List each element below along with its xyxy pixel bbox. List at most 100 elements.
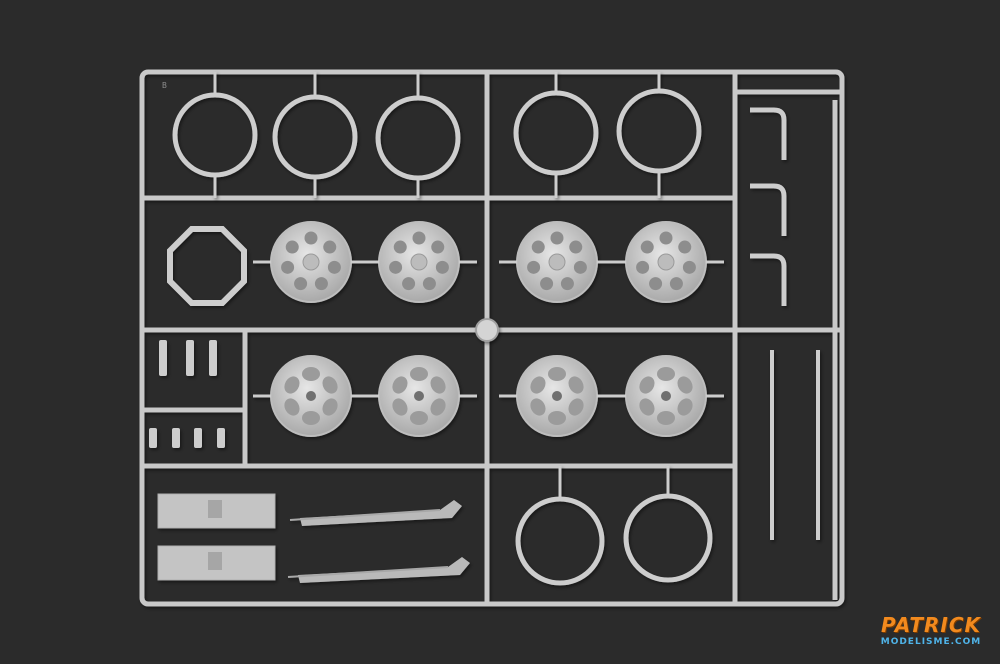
wheel-cutout <box>284 376 300 394</box>
wheel-hole <box>550 231 564 245</box>
wheel-hole <box>682 260 696 274</box>
wheel-hole <box>393 240 407 254</box>
wheel-hole <box>540 277 554 291</box>
tire-ring <box>623 493 713 583</box>
rifle-part <box>298 557 470 583</box>
wheel-hole <box>389 260 403 274</box>
wheel-hole <box>422 277 436 291</box>
watermark-line1: PATRICK <box>880 613 982 637</box>
road-wheel <box>499 221 615 303</box>
wheel-hole <box>531 240 545 254</box>
wheel-cutout <box>392 376 408 394</box>
wheel-hub <box>657 253 675 271</box>
wheel-cutout <box>657 411 675 425</box>
tire-ring <box>172 92 258 178</box>
wheel-hub <box>414 391 424 401</box>
wheel-hole <box>573 260 587 274</box>
wheel-cutout <box>548 411 566 425</box>
wheel-cutout <box>568 376 584 394</box>
wheel-cutout <box>302 367 320 381</box>
wheel-hole <box>294 277 308 291</box>
road-wheel <box>499 355 615 437</box>
wheel-cutout <box>430 376 446 394</box>
wheel-cutout <box>410 367 428 381</box>
wheel-hole <box>636 260 650 274</box>
wheel-hole <box>412 231 426 245</box>
rifle-part-barrel <box>289 509 441 521</box>
wheel-cutout <box>530 376 546 394</box>
tire-ring <box>616 88 702 174</box>
wheel-hole <box>649 277 663 291</box>
wheel-cutout <box>677 398 693 416</box>
wheel-cutout <box>548 367 566 381</box>
wheel-cutout <box>322 376 338 394</box>
wheel-hole <box>569 240 583 254</box>
wheel-hole <box>314 277 328 291</box>
wheel-cutout <box>284 398 300 416</box>
crate-part <box>157 545 276 581</box>
sprue-outer-frame <box>139 69 845 607</box>
pipe-part <box>750 107 787 160</box>
wheel-hole <box>669 277 683 291</box>
wheel-hole <box>678 240 692 254</box>
wheel-cutout <box>302 411 320 425</box>
wheel-hole <box>281 260 295 274</box>
wheel-hole <box>402 277 416 291</box>
wheel-hole <box>527 260 541 274</box>
road-wheel <box>361 355 477 437</box>
wheel-cutout <box>677 376 693 394</box>
road-wheel <box>361 221 477 303</box>
wheel-hole <box>431 240 445 254</box>
wheel-hole <box>640 240 654 254</box>
sprue-frame <box>139 69 845 607</box>
small-part <box>209 340 217 376</box>
wheel-hole <box>323 240 337 254</box>
wheel-hole <box>327 260 341 274</box>
pipe-part <box>750 253 787 306</box>
wheel-hub <box>552 391 562 401</box>
wheel-hole <box>435 260 449 274</box>
wheel-hole <box>560 277 574 291</box>
wheel-cutout <box>568 398 584 416</box>
small-part <box>159 340 167 376</box>
wheel-hub <box>661 391 671 401</box>
sprue-letter: B <box>162 81 167 90</box>
road-wheel <box>608 221 724 303</box>
watermark-line2: MODELISME.COM <box>880 637 982 647</box>
wheel-cutout <box>322 398 338 416</box>
tire-ring <box>375 95 461 181</box>
sprue-center-hub <box>475 318 499 342</box>
wheel-hub <box>410 253 428 271</box>
small-part <box>172 428 180 448</box>
tire-ring <box>515 496 605 586</box>
wheel-hub <box>302 253 320 271</box>
wheel-hole <box>285 240 299 254</box>
octagon-ring <box>167 226 247 306</box>
wheel-cutout <box>410 411 428 425</box>
watermark-logo: PATRICK MODELISME.COM <box>872 614 990 658</box>
wheel-hub <box>548 253 566 271</box>
rifle-part <box>300 500 462 526</box>
small-part <box>194 428 202 448</box>
wheel-hole <box>304 231 318 245</box>
wheel-cutout <box>392 398 408 416</box>
small-part <box>186 340 194 376</box>
tire-ring <box>272 94 358 180</box>
wheel-hub <box>306 391 316 401</box>
wheel-cutout <box>657 367 675 381</box>
wheel-cutout <box>430 398 446 416</box>
wheel-hole <box>659 231 673 245</box>
wheel-cutout <box>530 398 546 416</box>
wheel-cutout <box>639 398 655 416</box>
small-part <box>217 428 225 448</box>
tire-ring <box>513 90 599 176</box>
rifle-part-barrel <box>287 566 449 578</box>
crate-detail <box>208 500 222 518</box>
road-wheel <box>608 355 724 437</box>
sprue-parts <box>149 72 820 586</box>
wheel-cutout <box>639 376 655 394</box>
road-wheel <box>253 355 369 437</box>
crate-detail <box>208 552 222 570</box>
